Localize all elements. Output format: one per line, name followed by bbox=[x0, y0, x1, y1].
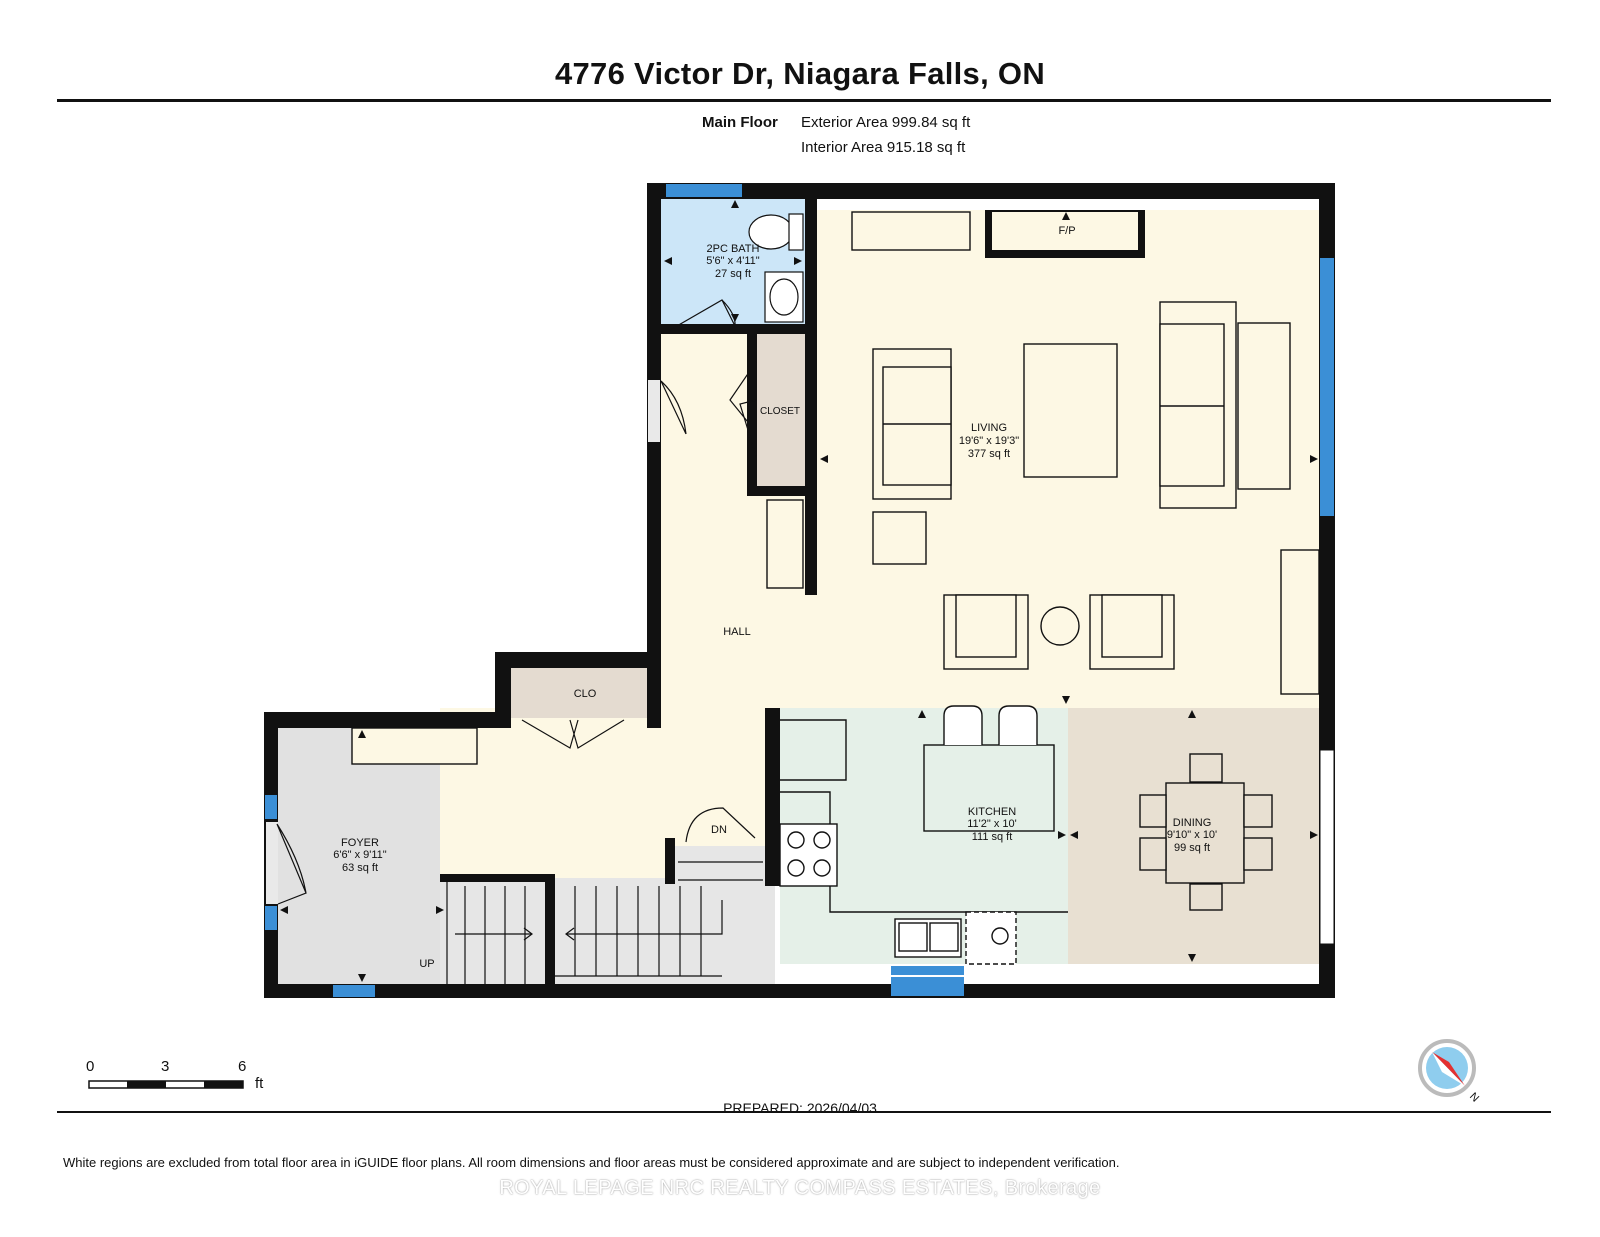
windows bbox=[265, 184, 1334, 997]
stairs-up-label: UP bbox=[419, 958, 434, 970]
clo-floor bbox=[511, 668, 653, 718]
fireplace-label: F/P bbox=[1058, 225, 1075, 237]
side-door-opening bbox=[648, 380, 660, 442]
bath-dims: 5'6" x 4'11" bbox=[706, 255, 759, 267]
clo-label: CLO bbox=[574, 688, 597, 700]
front-door-swing bbox=[276, 823, 307, 905]
scale-bar bbox=[88, 1080, 244, 1089]
stairs-up bbox=[446, 880, 533, 984]
closet-floor bbox=[756, 333, 805, 487]
prepared-date: PREPARED: 2026/04/03 bbox=[723, 1100, 877, 1116]
kitchen-dims: 11'2" x 10' bbox=[967, 818, 1017, 830]
dining-dims: 9'10" x 10' bbox=[1167, 829, 1217, 841]
living-furniture bbox=[351, 211, 1320, 765]
dimension-arrows bbox=[280, 200, 1318, 982]
stairs-down bbox=[555, 861, 763, 977]
compass-icon bbox=[1418, 1039, 1476, 1097]
stair-door-swing bbox=[685, 807, 756, 843]
foyer-name: FOYER bbox=[341, 837, 379, 849]
sliding-door bbox=[1319, 749, 1335, 945]
bath-door-swing bbox=[669, 299, 736, 331]
foyer-dims: 6'6" x 9'11" bbox=[333, 849, 386, 861]
bath-area: 27 sq ft bbox=[715, 268, 751, 280]
title-rule bbox=[57, 99, 1551, 102]
stairs-floor bbox=[440, 878, 775, 984]
exterior-area: Exterior Area 999.84 sq ft bbox=[801, 114, 971, 131]
kitchen-fixtures bbox=[779, 705, 1068, 965]
clo-doors bbox=[521, 719, 625, 749]
kitchen-name: KITCHEN bbox=[968, 806, 1016, 818]
interior-area: Interior Area 915.18 sq ft bbox=[801, 139, 966, 156]
scale-tick-6: 6 bbox=[238, 1058, 247, 1075]
foyer-area: 63 sq ft bbox=[342, 862, 378, 874]
stairs-down-label: DN bbox=[711, 824, 727, 836]
living-area: 377 sq ft bbox=[968, 448, 1010, 460]
front-door-opening bbox=[266, 822, 278, 904]
closet-doors bbox=[729, 361, 757, 457]
stair-landing bbox=[675, 846, 775, 880]
plan-title: 4776 Victor Dr, Niagara Falls, ON bbox=[554, 56, 1046, 91]
scale-tick-3: 3 bbox=[161, 1058, 170, 1075]
bath-fixtures bbox=[748, 213, 804, 323]
bath-name: 2PC BATH bbox=[707, 243, 760, 255]
footer-rule bbox=[57, 1111, 1551, 1113]
scale-unit: ft bbox=[255, 1075, 264, 1092]
floor-label: Main Floor bbox=[702, 114, 778, 131]
dining-area: 99 sq ft bbox=[1174, 842, 1210, 854]
closet-label: CLOSET bbox=[760, 406, 800, 417]
living-name: LIVING bbox=[971, 422, 1007, 434]
brokerage-watermark: ROYAL LEPAGE NRC REALTY COMPASS ESTATES,… bbox=[499, 1177, 1101, 1199]
window-mullion bbox=[891, 975, 964, 977]
side-door-swing bbox=[660, 380, 687, 435]
dining-set bbox=[1139, 753, 1273, 911]
foyer-floor bbox=[278, 728, 440, 984]
living-dims: 19'6" x 19'3" bbox=[959, 435, 1019, 447]
dining-name: DINING bbox=[1173, 817, 1212, 829]
scale-tick-0: 0 bbox=[86, 1058, 95, 1075]
disclaimer-text: White regions are excluded from total fl… bbox=[63, 1155, 1120, 1170]
kitchen-area: 111 sq ft bbox=[972, 831, 1013, 843]
hall-label: HALL bbox=[723, 626, 751, 638]
